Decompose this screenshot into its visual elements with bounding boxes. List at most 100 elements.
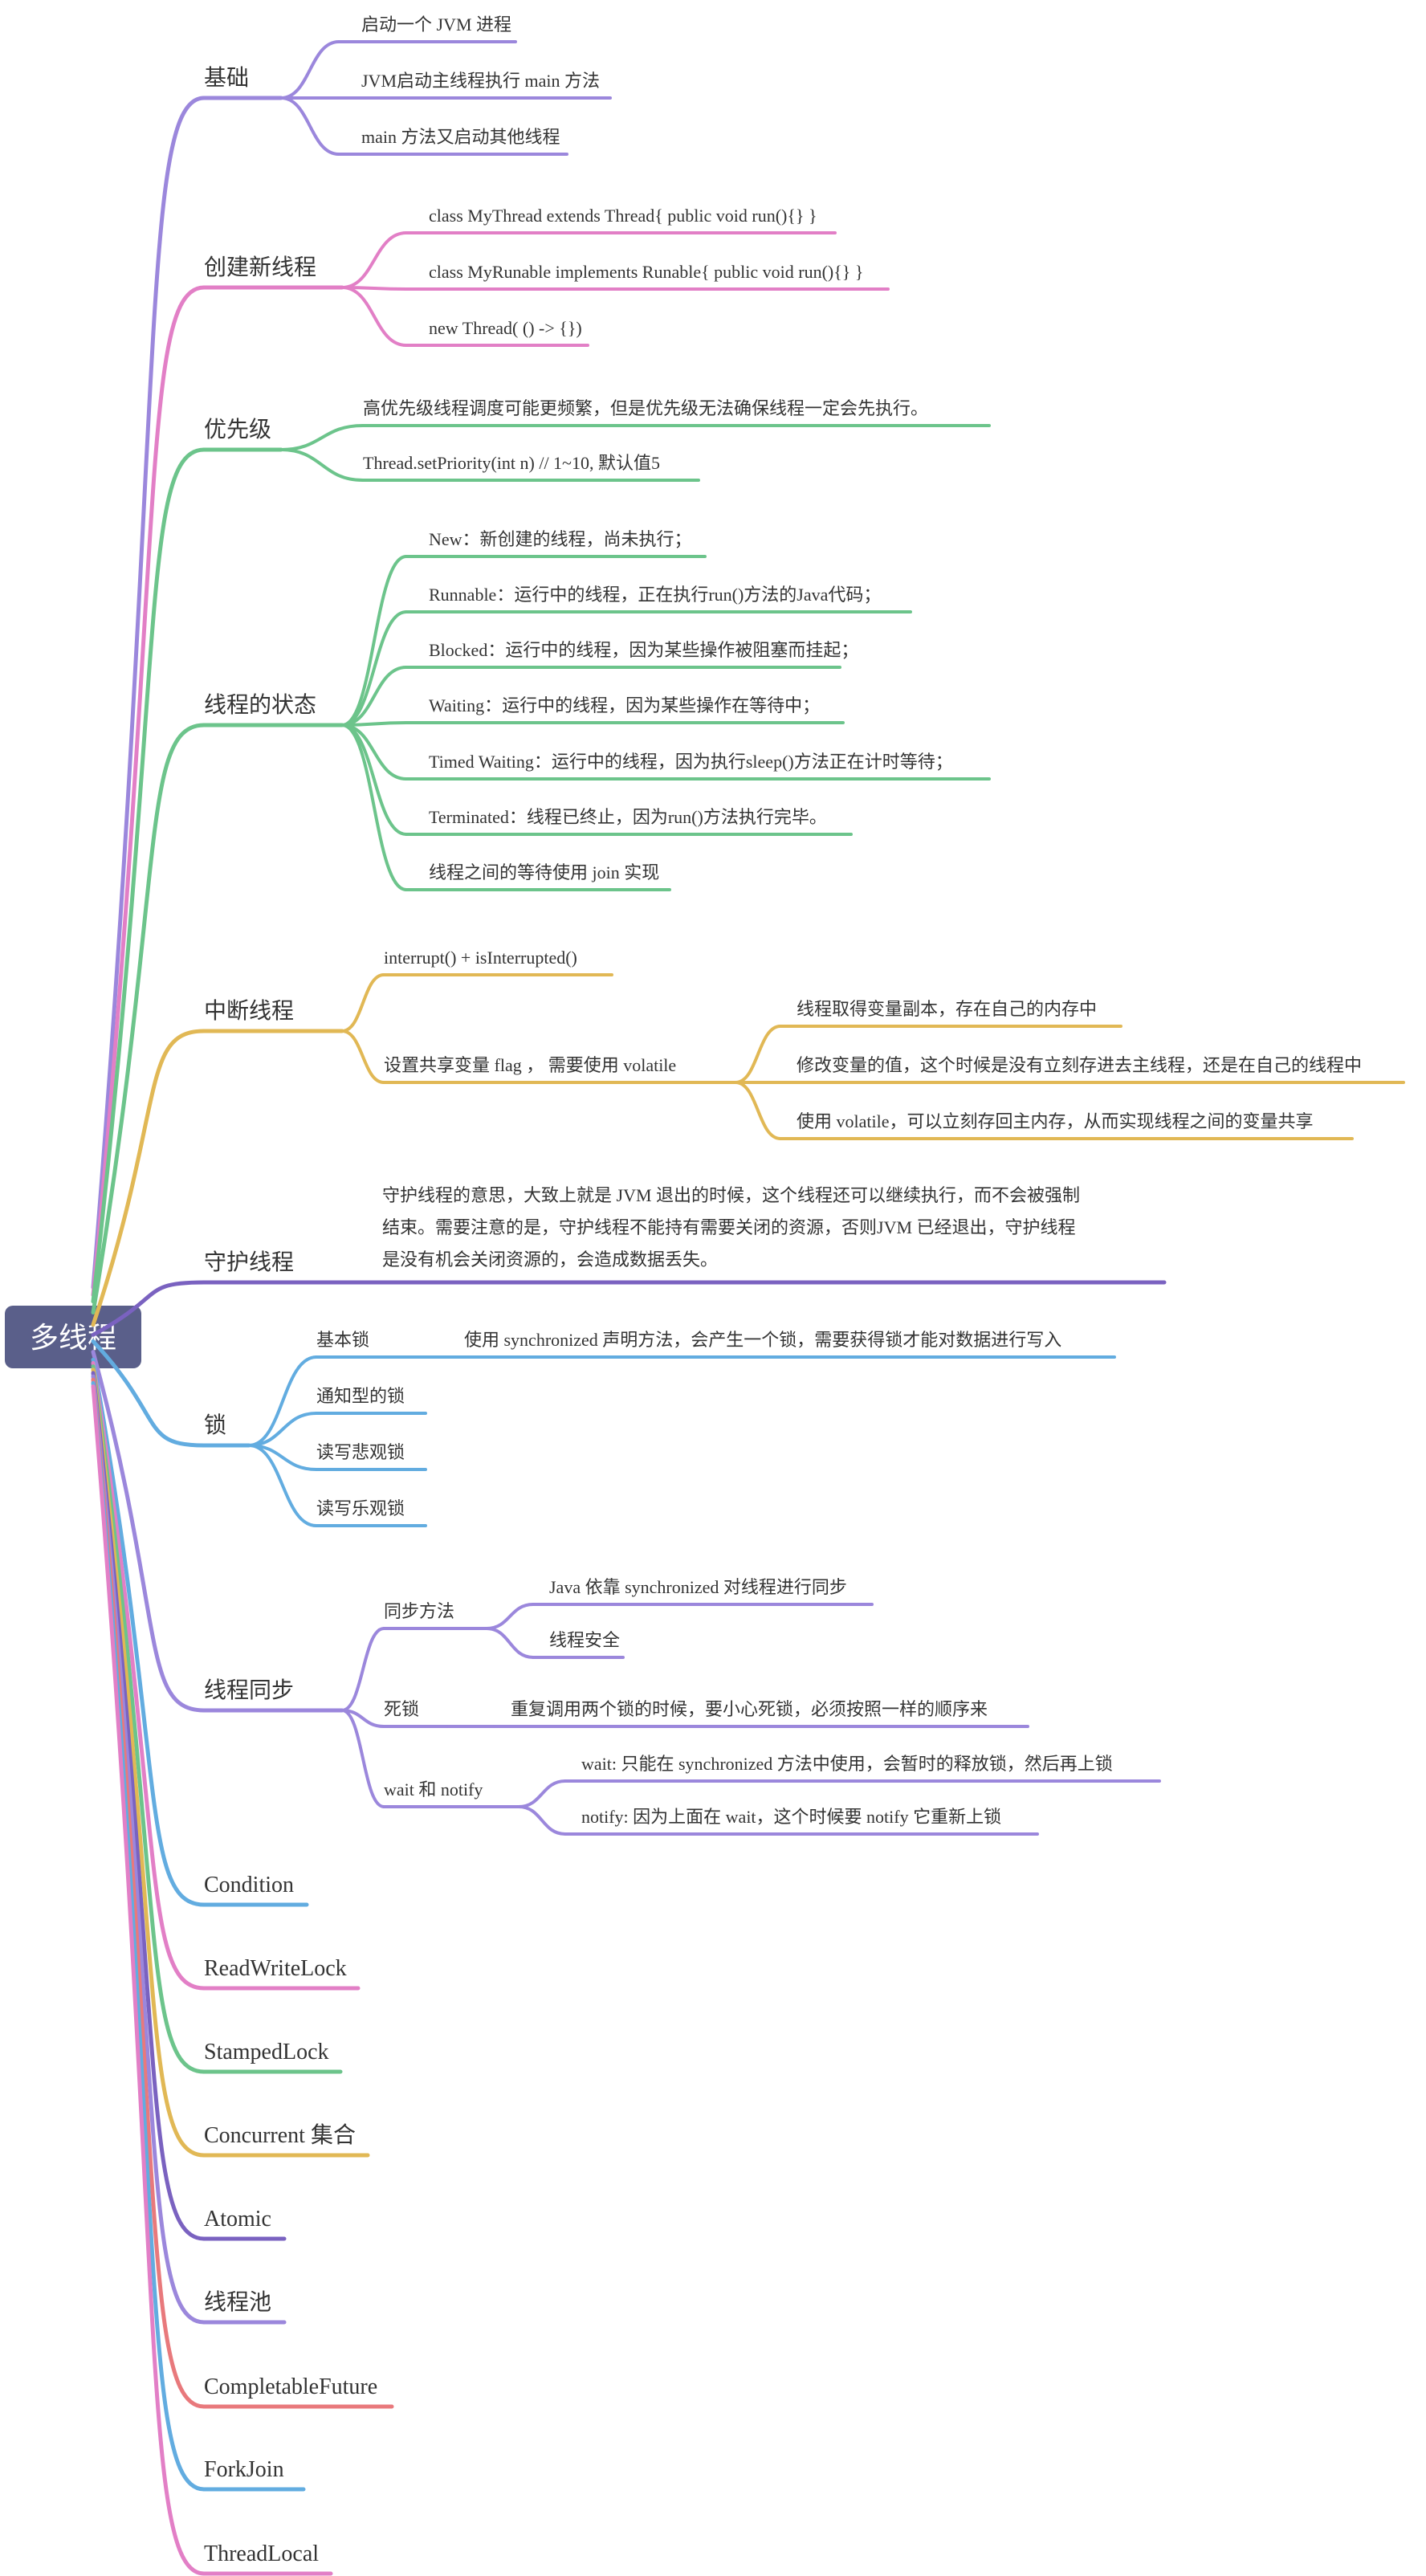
grandchild-connector xyxy=(517,1779,567,1808)
branch-connector xyxy=(91,1367,206,2158)
node-jvm-main: JVM启动主线程执行 main 方法 xyxy=(361,71,600,91)
branch-readwritelock: ReadWriteLock xyxy=(91,1360,361,1991)
child-connector xyxy=(279,96,340,156)
daemon-note-line: 守护线程的意思，大致上就是 JVM 退出的时候，这个线程还可以继续执行，而不会被… xyxy=(382,1185,1080,1205)
leaf-notify-wait-notify: notify: 因为上面在 wait，这个时候要 notify 它重新上锁 xyxy=(581,1807,1001,1827)
node-jvm: 启动一个 JVM 进程 xyxy=(361,14,511,35)
leaf-node: 线程取得变量副本，存在自己的内存中 xyxy=(797,999,1097,1019)
child-connector xyxy=(340,610,408,727)
branch-connector xyxy=(91,285,206,1298)
node-new: New：新创建的线程，尚未执行； xyxy=(429,529,692,549)
branch-label: 守护线程 xyxy=(204,1249,294,1275)
branch-priority: 优先级高优先级线程调度可能更频繁，但是优先级无法确保线程一定会先执行。Threa… xyxy=(91,398,991,1304)
child-connector xyxy=(279,448,365,482)
branch-daemon: 守护线程 守护线程的意思，大致上就是 JVM 退出的时候，这个线程还可以继续执行，… xyxy=(91,1185,1167,1337)
branch-threadpool: 线程池 xyxy=(91,1374,287,2325)
branch-connector xyxy=(91,447,206,1304)
branch-label: 线程池 xyxy=(204,2289,271,2315)
branch-atomic: Atomic xyxy=(91,1371,287,2241)
branch-label: Atomic xyxy=(204,2207,271,2232)
node-class-mythread-extends-thread-public-voi: class MyThread extends Thread{ public vo… xyxy=(429,206,817,226)
node-flag-volatile: 设置共享变量 flag ， 需要使用 volatile xyxy=(384,1055,676,1075)
child-connector xyxy=(340,666,408,727)
node-waiting: Waiting：运行中的线程，因为某些操作在等待中； xyxy=(429,695,820,715)
node-node: 读写乐观锁 xyxy=(316,1498,405,1518)
branch-connector xyxy=(91,1364,206,2074)
node-node: 死锁 xyxy=(384,1699,419,1719)
node-node: 高优先级线程调度可能更频繁，但是优先级无法确保线程一定会先执行。 xyxy=(363,398,928,418)
node-timed-waiting-sleep: Timed Waiting：运行中的线程，因为执行sleep()方法正在计时等待… xyxy=(429,752,953,772)
root-label: 多线程 xyxy=(30,1321,116,1354)
child-connector xyxy=(340,1029,385,1084)
child-connector xyxy=(279,424,365,451)
daemon-note-line: 结束。需要注意的是，守护线程不能持有需要关闭的资源，否则JVM 已经退出，守护线… xyxy=(382,1217,1076,1237)
child-connector xyxy=(340,723,408,836)
child-connector xyxy=(340,1709,385,1808)
child-connector xyxy=(340,973,385,1033)
branch-label: StampedLock xyxy=(204,2040,329,2064)
branch-condition: Condition xyxy=(91,1357,309,1907)
branch-connector xyxy=(91,1029,206,1327)
leaf-node: 线程安全 xyxy=(549,1630,620,1650)
branch-label: CompletableFuture xyxy=(204,2374,377,2399)
node-new-thread: new Thread( () -> {}) xyxy=(429,318,582,338)
node-node: 通知型的锁 xyxy=(316,1386,405,1406)
branch-label: 优先级 xyxy=(204,417,271,442)
child-connector xyxy=(279,40,340,100)
branch-sync: 线程同步 同步方法 Java 依靠 synchronized 对线程进行同步线程安全… xyxy=(91,1350,1161,1836)
branch-label: ReadWriteLock xyxy=(204,1956,347,1981)
branch-label: Condition xyxy=(204,1873,294,1897)
node-runnable-run-java: Runnable：运行中的线程，正在执行run()方法的Java代码； xyxy=(429,585,881,605)
leaf-node: 重复调用两个锁的时候，要小心死锁，必须按照一样的顺序来 xyxy=(511,1699,988,1719)
node-blocked: Blocked：运行中的线程，因为某些操作被阻塞而挂起； xyxy=(429,640,858,660)
branch-label: 锁 xyxy=(204,1412,226,1438)
node-node: 读写悲观锁 xyxy=(316,1442,405,1462)
child-connector xyxy=(247,1444,318,1527)
branch-label: 基础 xyxy=(204,65,249,91)
leaf-java-synchronized: Java 依靠 synchronized 对线程进行同步 xyxy=(549,1577,847,1597)
leaf-volatile: 使用 volatile，可以立刻存回主内存，从而实现线程之间的变量共享 xyxy=(797,1111,1313,1131)
branch-threadlocal: ThreadLocal xyxy=(91,1384,333,2576)
node-terminated-run: Terminated：线程已终止，因为run()方法执行完毕。 xyxy=(429,807,827,827)
branch-stampedlock: StampedLock xyxy=(91,1364,343,2074)
branch-lock: 锁 基本锁 使用 synchronized 声明方法，会产生一个锁，需要获得锁才能对… xyxy=(91,1330,1116,1527)
root-node[interactable] xyxy=(5,1306,141,1368)
branch-basics: 基础 启动一个 JVM 进程 JVM启动主线程执行 main 方法 main 方法又启… xyxy=(91,14,612,1290)
grandchild-connector xyxy=(485,1603,535,1630)
child-connector xyxy=(340,1627,385,1712)
node-interrupt-isinterrupted: interrupt() + isInterrupted() xyxy=(384,948,577,968)
child-connector xyxy=(340,555,408,727)
node-wait-notify: wait 和 notify xyxy=(384,1779,483,1800)
grandchild-connector xyxy=(734,1081,782,1140)
branch-label: ForkJoin xyxy=(204,2457,284,2482)
node-node: 基本锁 xyxy=(316,1330,369,1350)
child-connector xyxy=(340,286,408,347)
branch-connector xyxy=(91,96,206,1290)
branch-connector xyxy=(91,1374,206,2325)
node-node: 同步方法 xyxy=(384,1601,454,1621)
leaf-synchronized: 使用 synchronized 声明方法，会产生一个锁，需要获得锁才能对数据进行… xyxy=(464,1330,1061,1350)
leaf-wait-synchronized: wait: 只能在 synchronized 方法中使用，会暂时的释放锁，然后再… xyxy=(581,1754,1113,1774)
branch-connector xyxy=(91,1350,206,1713)
branch-connector xyxy=(91,1384,206,2576)
branch-label: 中断线程 xyxy=(204,998,294,1024)
branch-label: ThreadLocal xyxy=(204,2541,319,2566)
branch-connector xyxy=(91,1280,206,1337)
child-connector xyxy=(340,723,408,891)
branch-label: 线程的状态 xyxy=(204,692,316,718)
branch-interrupt: 中断线程 interrupt() + isInterrupted() 设置共享变量 … xyxy=(91,948,1405,1327)
branch-label: 创建新线程 xyxy=(204,255,316,280)
node-join: 线程之间的等待使用 join 实现 xyxy=(429,862,659,882)
branch-label: Concurrent 集合 xyxy=(204,2122,356,2148)
branch-connector xyxy=(91,1339,206,1448)
branch-create-thread: 创建新线程 class MyThread extends Thread{ publ… xyxy=(91,206,890,1298)
node-class-myrunable-implements-runable-publi: class MyRunable implements Runable{ publ… xyxy=(429,262,863,282)
child-connector xyxy=(340,231,408,289)
daemon-note-line: 是没有机会关闭资源的，会造成数据丢失。 xyxy=(382,1249,718,1270)
branch-connector xyxy=(91,1360,206,1991)
branch-thread-state: 线程的状态 New：新创建的线程，尚未执行； Runnable：运行中的线程，正在执… xyxy=(91,529,991,1315)
branch-label: 线程同步 xyxy=(204,1677,294,1703)
node-main: main 方法又启动其他线程 xyxy=(361,127,560,147)
child-connector xyxy=(247,1355,318,1447)
